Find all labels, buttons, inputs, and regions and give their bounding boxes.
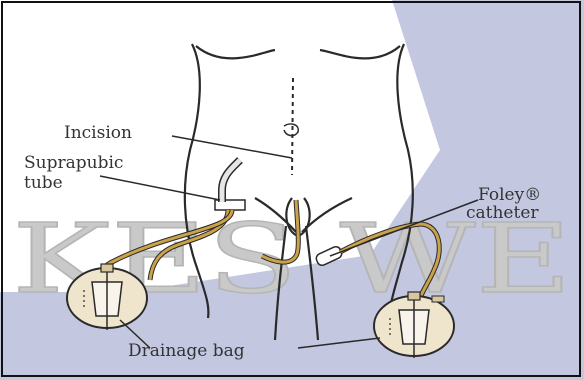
suprapubic-tube-leader — [100, 176, 220, 200]
incision-label: Incision — [64, 123, 132, 143]
suprapubic-tube-label-line1: Suprapubic — [24, 153, 123, 173]
foley-catheter-label-line1: Foley® — [478, 185, 541, 205]
incision-line — [284, 78, 298, 175]
suprapubic-tube-label-line2: tube — [24, 173, 63, 193]
drainage-bag-label: Drainage bag — [128, 341, 245, 361]
foley-catheter-label-line2: catheter — [466, 203, 539, 223]
